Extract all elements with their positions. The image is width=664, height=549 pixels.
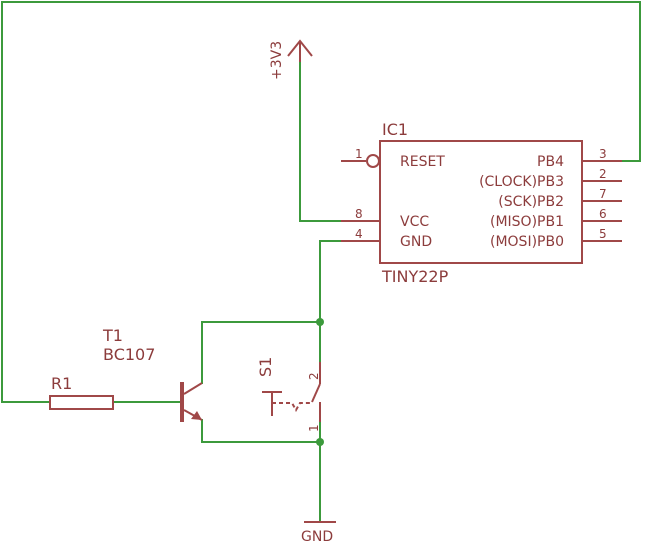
switch-s1[interactable]: S1 2 1 xyxy=(256,357,321,432)
ic1-pin-number: 6 xyxy=(599,207,607,221)
switch-pin-number: 1 xyxy=(307,424,321,432)
transistor-name-label: T1 xyxy=(102,326,123,345)
transistor-emitter-arrow-icon xyxy=(191,411,202,420)
transistor-value-label: BC107 xyxy=(103,345,155,364)
resistor-r1[interactable]: R1 xyxy=(49,374,114,410)
ic1-pin-label: (MOSI)PB0 xyxy=(490,234,564,250)
ic1-pin-label: (CLOCK)PB3 xyxy=(479,174,564,190)
transistor-t1[interactable]: T1 BC107 xyxy=(102,326,203,422)
resistor-name-label: R1 xyxy=(51,374,72,393)
ic1-symbol[interactable]: IC1 TINY22P 1 8 4 RESET VCC GND 3 2 7 6 … xyxy=(341,120,622,286)
resistor-body xyxy=(49,395,114,410)
ic1-pin-number: 7 xyxy=(599,187,607,201)
ground-symbol[interactable]: GND xyxy=(301,521,336,545)
net-collector-to-switch[interactable] xyxy=(201,321,321,384)
net-gnd-pin[interactable] xyxy=(319,240,342,323)
supply-label: +3V3 xyxy=(269,41,285,80)
ic1-pin-number: 1 xyxy=(355,147,363,161)
ic1-name-label: IC1 xyxy=(382,120,408,139)
ic1-pin-number: 8 xyxy=(355,207,363,221)
ic1-pin-label: PB4 xyxy=(537,154,564,170)
junction-dot xyxy=(316,438,324,446)
ic1-pin-label: (SCK)PB2 xyxy=(498,194,564,210)
ic1-pin-number: 3 xyxy=(599,147,607,161)
switch-lever xyxy=(311,383,321,403)
ground-label: GND xyxy=(301,529,333,545)
ic1-pin-label: (MISO)PB1 xyxy=(490,214,564,230)
net-pb4-to-r1[interactable] xyxy=(1,1,641,403)
ic1-pin-label: RESET xyxy=(400,154,445,170)
supply-3v3-symbol[interactable]: +3V3 xyxy=(269,39,313,80)
switch-pin-number: 2 xyxy=(307,372,321,380)
ic1-value-label: TINY22P xyxy=(381,267,449,286)
ic1-pin-number: 4 xyxy=(355,227,363,241)
switch-name-label: S1 xyxy=(256,357,275,377)
net-emitter-to-ground[interactable] xyxy=(201,419,321,523)
net-3v3-to-vcc[interactable] xyxy=(299,47,342,222)
ic1-pin-1-inverter xyxy=(366,154,380,168)
junction-dot xyxy=(316,318,324,326)
ic1-pin-number: 2 xyxy=(599,167,607,181)
ic1-pin-label: VCC xyxy=(400,214,429,230)
switch-actuator xyxy=(272,402,312,413)
transistor-collector xyxy=(183,382,203,395)
ic1-pin-label: GND xyxy=(400,234,432,250)
ic1-pin-number: 5 xyxy=(599,227,607,241)
